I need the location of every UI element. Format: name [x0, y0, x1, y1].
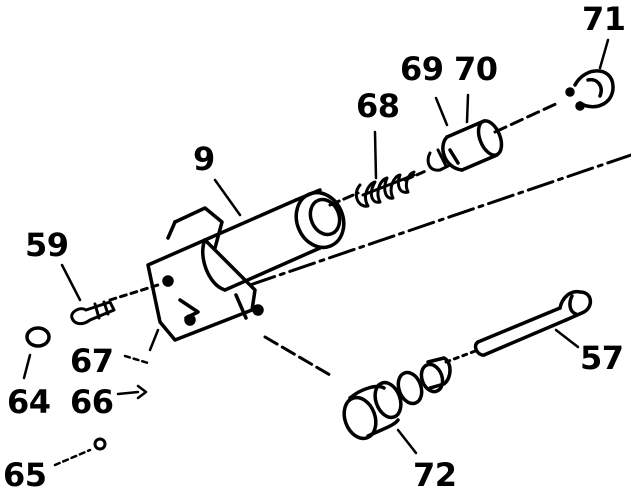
- callout-67: 67: [70, 342, 114, 380]
- ball-part: [93, 437, 107, 451]
- piston-seal-part: [426, 148, 450, 172]
- callout-71: 71: [582, 0, 626, 38]
- callout-68: 68: [356, 87, 400, 125]
- assembly-centerlines: [108, 100, 631, 377]
- spring-part: [354, 170, 416, 208]
- clip-ring-part: [565, 69, 615, 111]
- leader-lines: [22, 38, 610, 467]
- callout-9: 9: [193, 140, 215, 178]
- callout-65: 65: [3, 456, 47, 494]
- dust-cap-part: [25, 326, 51, 348]
- callout-69: 69: [400, 50, 444, 88]
- callout-57: 57: [580, 339, 624, 377]
- slave-cylinder-body-part: [146, 188, 346, 342]
- callout-66: 66: [70, 383, 114, 421]
- callout-59: 59: [25, 226, 69, 264]
- bleeder-valve-part: [70, 300, 116, 326]
- piston-part: [441, 119, 504, 172]
- washer-part: [136, 384, 148, 400]
- push-rod-part: [473, 289, 593, 357]
- callout-70: 70: [454, 50, 498, 88]
- callout-72: 72: [413, 456, 457, 494]
- callout-64: 64: [7, 383, 51, 421]
- boot-part: [342, 356, 452, 441]
